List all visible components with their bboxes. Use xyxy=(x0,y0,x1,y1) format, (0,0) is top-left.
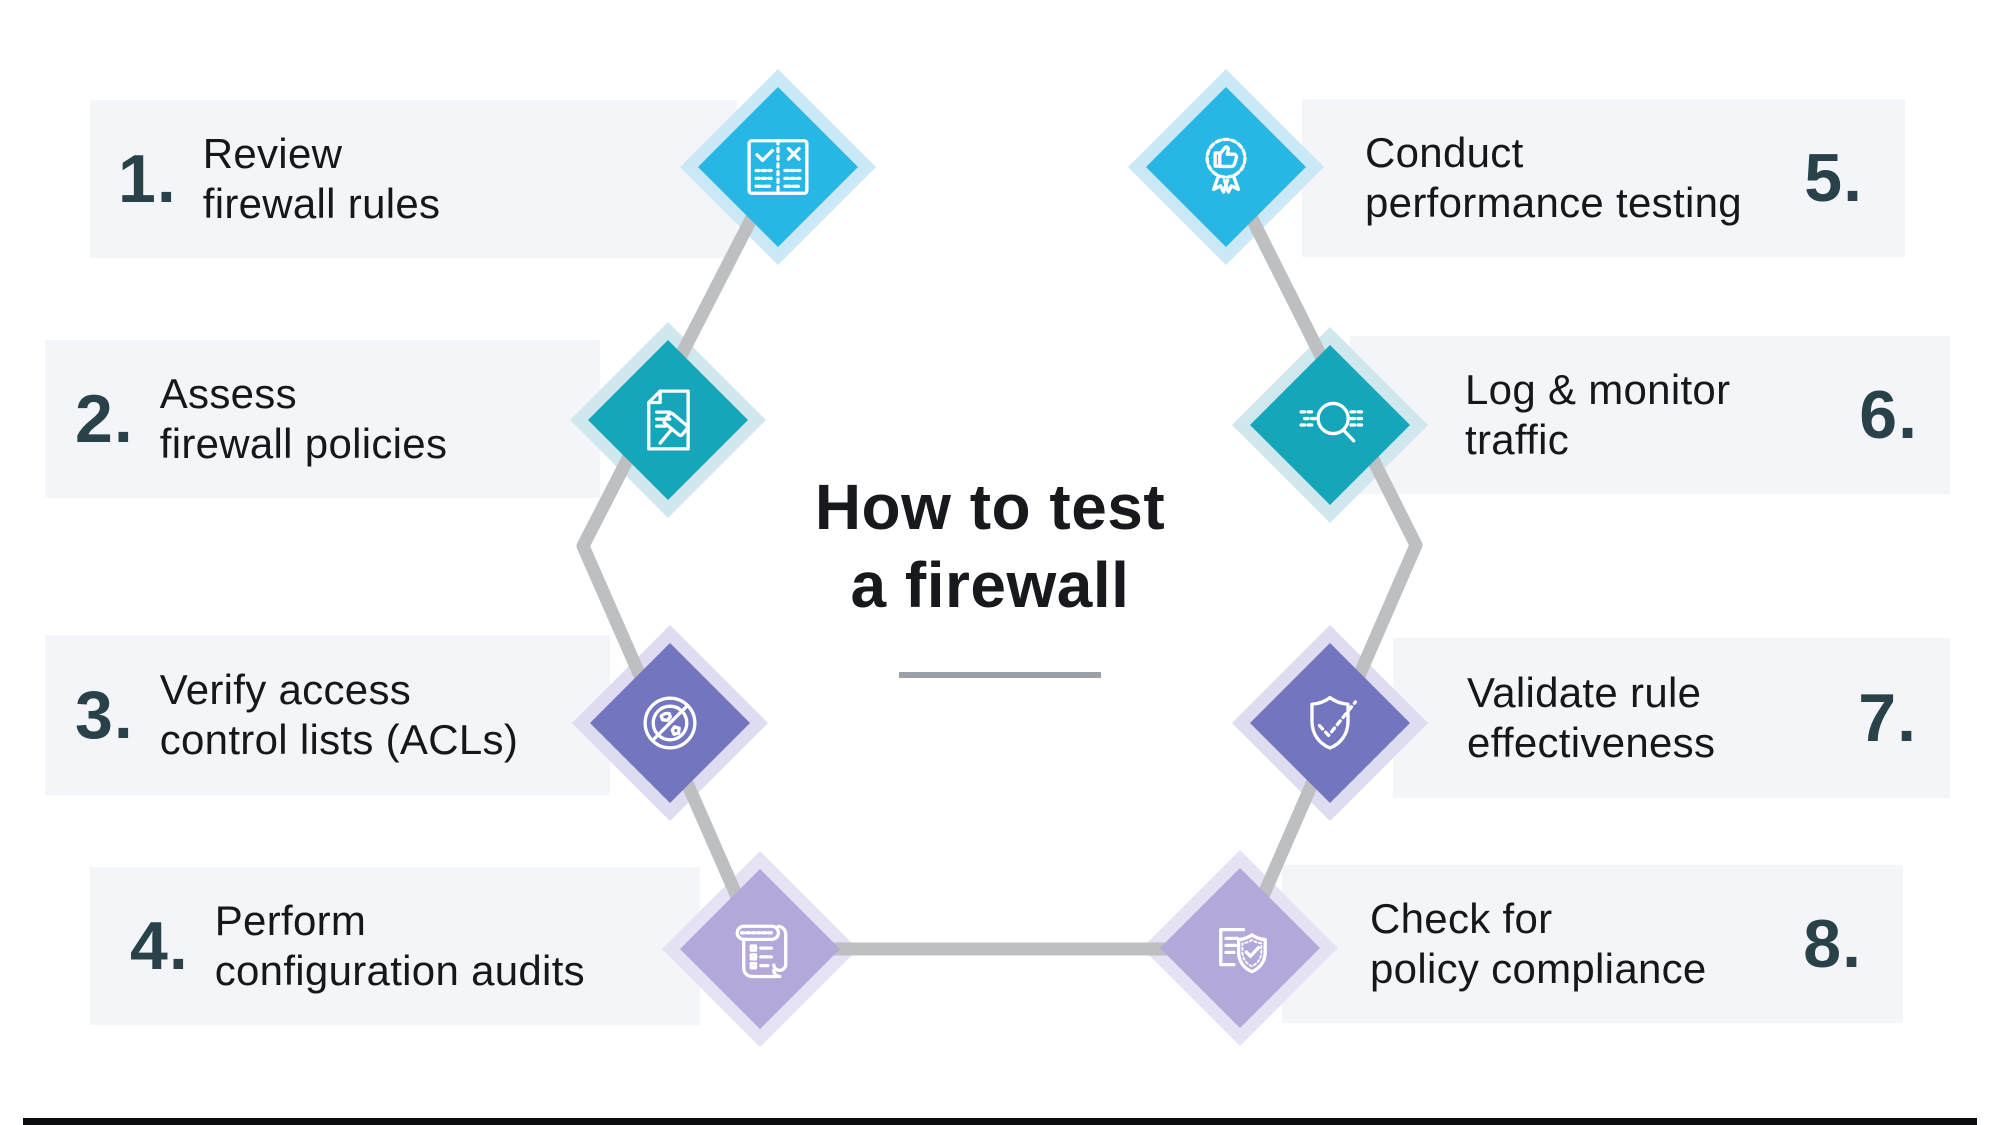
step-row-2: 2. Assess firewall policies xyxy=(45,340,600,498)
title-divider xyxy=(899,672,1101,678)
step-number-1: 1. xyxy=(118,141,177,217)
row-bar-5 xyxy=(1302,99,1905,257)
step-label-1-line-2: firewall rules xyxy=(202,180,441,227)
step-row-6: Log & monitor traffic 6. xyxy=(1350,336,1950,494)
step-label-6-line-1: Log & monitor xyxy=(1465,366,1731,413)
step-label-8-line-1: Check for xyxy=(1370,895,1553,942)
step-label-6: Log & monitor traffic xyxy=(1465,365,1730,465)
step-label-2-line-2: firewall policies xyxy=(159,420,448,467)
step-number-7: 7. xyxy=(1858,680,1917,756)
row-bar-4 xyxy=(90,867,700,1025)
step-label-4: Perform configuration audits xyxy=(215,896,585,996)
step-label-1-line-1: Review xyxy=(202,130,343,177)
step-label-4-line-2: configuration audits xyxy=(214,947,585,994)
step-number-4: 4. xyxy=(130,908,189,984)
step-diamond-6 xyxy=(1250,345,1410,505)
title-line-1: How to test xyxy=(814,471,1166,543)
step-label-7-line-1: Validate rule xyxy=(1467,669,1702,716)
step-row-8: Check for policy compliance 8. xyxy=(1282,865,1903,1023)
title-line-2: a firewall xyxy=(850,549,1130,621)
step-number-2: 2. xyxy=(75,381,134,457)
scroll-icon xyxy=(735,924,788,979)
step-label-5: Conduct performance testing xyxy=(1365,128,1742,228)
step-number-8: 8. xyxy=(1803,906,1862,982)
step-label-2: Assess firewall policies xyxy=(160,369,448,469)
row-bar-7 xyxy=(1393,638,1950,798)
step-label-3-line-2: control lists (ACLs) xyxy=(159,716,519,763)
document-shield-icon xyxy=(1219,927,1267,974)
step-diamond-7 xyxy=(1250,643,1410,803)
document-gavel-icon xyxy=(647,389,690,451)
step-label-4-line-1: Perform xyxy=(214,897,367,944)
step-label-1: Review firewall rules xyxy=(203,129,441,229)
step-row-1: 1. Review firewall rules xyxy=(90,100,737,258)
step-label-5-line-1: Conduct xyxy=(1365,129,1524,176)
blocked-globe-icon xyxy=(643,696,697,750)
step-label-3: Verify access control lists (ACLs) xyxy=(160,665,518,765)
step-number-5: 5. xyxy=(1804,140,1863,216)
footer-bar xyxy=(23,1118,1977,1125)
row-bar-1 xyxy=(90,100,737,258)
award-thumbs-up-icon xyxy=(1205,137,1247,194)
magnifier-traffic-icon xyxy=(1299,401,1365,443)
step-row-3: 3. Verify access control lists (ACLs) xyxy=(45,635,610,795)
step-label-5-line-2: performance testing xyxy=(1365,179,1742,226)
step-label-8-line-2: policy compliance xyxy=(1370,945,1707,992)
step-label-3-line-1: Verify access xyxy=(159,666,412,713)
step-label-8: Check for policy compliance xyxy=(1370,894,1707,994)
step-label-6-line-2: traffic xyxy=(1465,416,1570,463)
step-row-7: Validate rule effectiveness 7. xyxy=(1393,638,1950,798)
step-label-2-line-1: Assess xyxy=(159,370,297,417)
step-label-7-line-2: effectiveness xyxy=(1467,719,1716,766)
row-bar-6 xyxy=(1350,336,1950,494)
page-title: How to test a firewall xyxy=(640,468,1340,624)
step-row-4: 4. Perform configuration audits xyxy=(90,867,700,1025)
connector-line xyxy=(576,160,1423,956)
step-number-6: 6. xyxy=(1859,377,1918,453)
step-row-5: Conduct performance testing 5. xyxy=(1302,99,1905,257)
step-label-7: Validate rule effectiveness xyxy=(1467,668,1715,768)
row-bar-3 xyxy=(45,635,610,795)
step-number-3: 3. xyxy=(75,677,134,753)
row-bar-8 xyxy=(1282,865,1903,1023)
shield-check-icon xyxy=(1310,695,1358,750)
row-bar-2 xyxy=(45,340,600,498)
checklist-icon xyxy=(747,139,809,195)
